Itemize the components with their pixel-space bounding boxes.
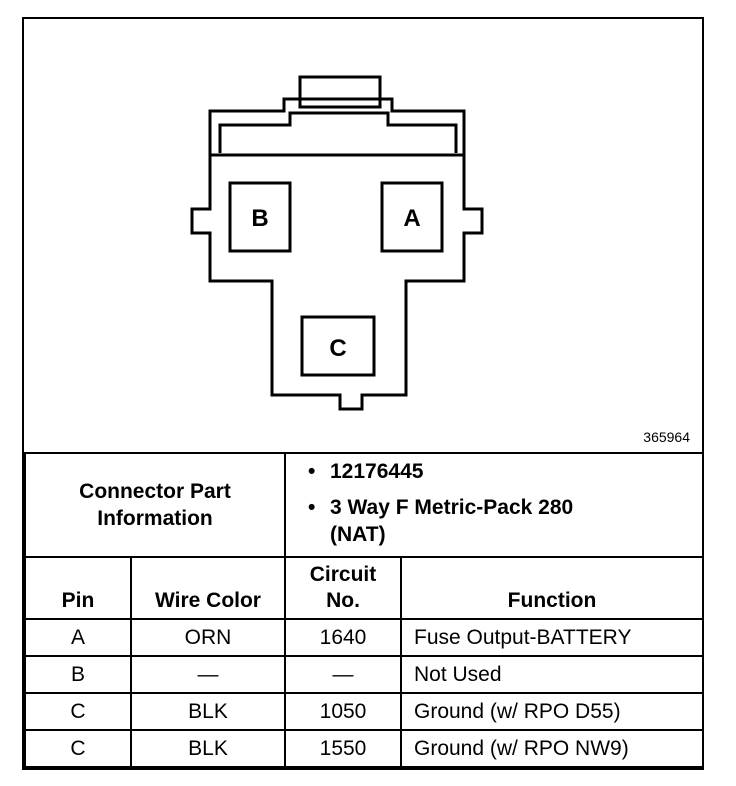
table-row: C BLK 1550 Ground (w/ RPO NW9) [24,729,704,768]
pin-cell: B [24,655,132,694]
header-circuit-no: Circuit No. [284,556,402,620]
connector-info-row: Connector Part Information • 12176445 • … [24,452,704,558]
connector-info-list: • 12176445 • 3 Way F Metric-Pack 280 (NA… [284,452,704,558]
function-cell: Not Used [400,655,704,694]
header-pin: Pin [24,556,132,620]
pin-c-cavity [300,315,376,377]
circuit-cell: 1050 [284,692,402,731]
function-cell: Ground (w/ RPO NW9) [400,729,704,768]
housing-inner-shape [218,111,458,153]
connector-diagram: B A C 365964 [24,19,702,452]
latch-tab-shape [298,75,382,109]
pin-b-label: B [251,205,269,232]
header-wire-color: Wire Color [130,556,286,620]
wire-color-cell: BLK [130,692,286,731]
connector-table: Connector Part Information • 12176445 • … [24,452,704,768]
wire-color-cell: BLK [130,729,286,768]
pin-cell: A [24,618,132,657]
connector-sheet: B A C 365964 Connector Part Information … [22,17,704,770]
pin-a-label: A [403,205,421,232]
circuit-cell: — [284,655,402,694]
wire-color-cell: — [130,655,286,694]
pin-cell: C [24,692,132,731]
figure-id: 365964 [643,429,690,445]
function-cell: Ground (w/ RPO D55) [400,692,704,731]
header-function: Function [400,556,704,620]
info-item: • 12176445 [308,460,424,483]
circuit-cell: 1550 [284,729,402,768]
pin-cell: C [24,729,132,768]
connector-info-label: Connector Part Information [24,452,286,558]
wire-color-cell: ORN [130,618,286,657]
housing-body-shape [190,155,484,411]
table-header-row: Pin Wire Color Circuit No. Function [24,556,704,620]
info-item: • 3 Way F Metric-Pack 280 (NAT) [308,496,574,546]
bullet-icon: • [308,496,316,519]
function-cell: Fuse Output-BATTERY [400,618,704,657]
circuit-cell: 1640 [284,618,402,657]
bullet-icon: • [308,460,316,483]
table-row: C BLK 1050 Ground (w/ RPO D55) [24,692,704,731]
connector-face-drawing [190,75,484,411]
table-row: A ORN 1640 Fuse Output-BATTERY [24,618,704,657]
pin-a-cavity [380,181,444,253]
table-row: B — — Not Used [24,655,704,694]
housing-upper-shape [208,97,466,179]
pin-b-cavity [228,181,292,253]
pin-c-label: C [329,335,347,362]
